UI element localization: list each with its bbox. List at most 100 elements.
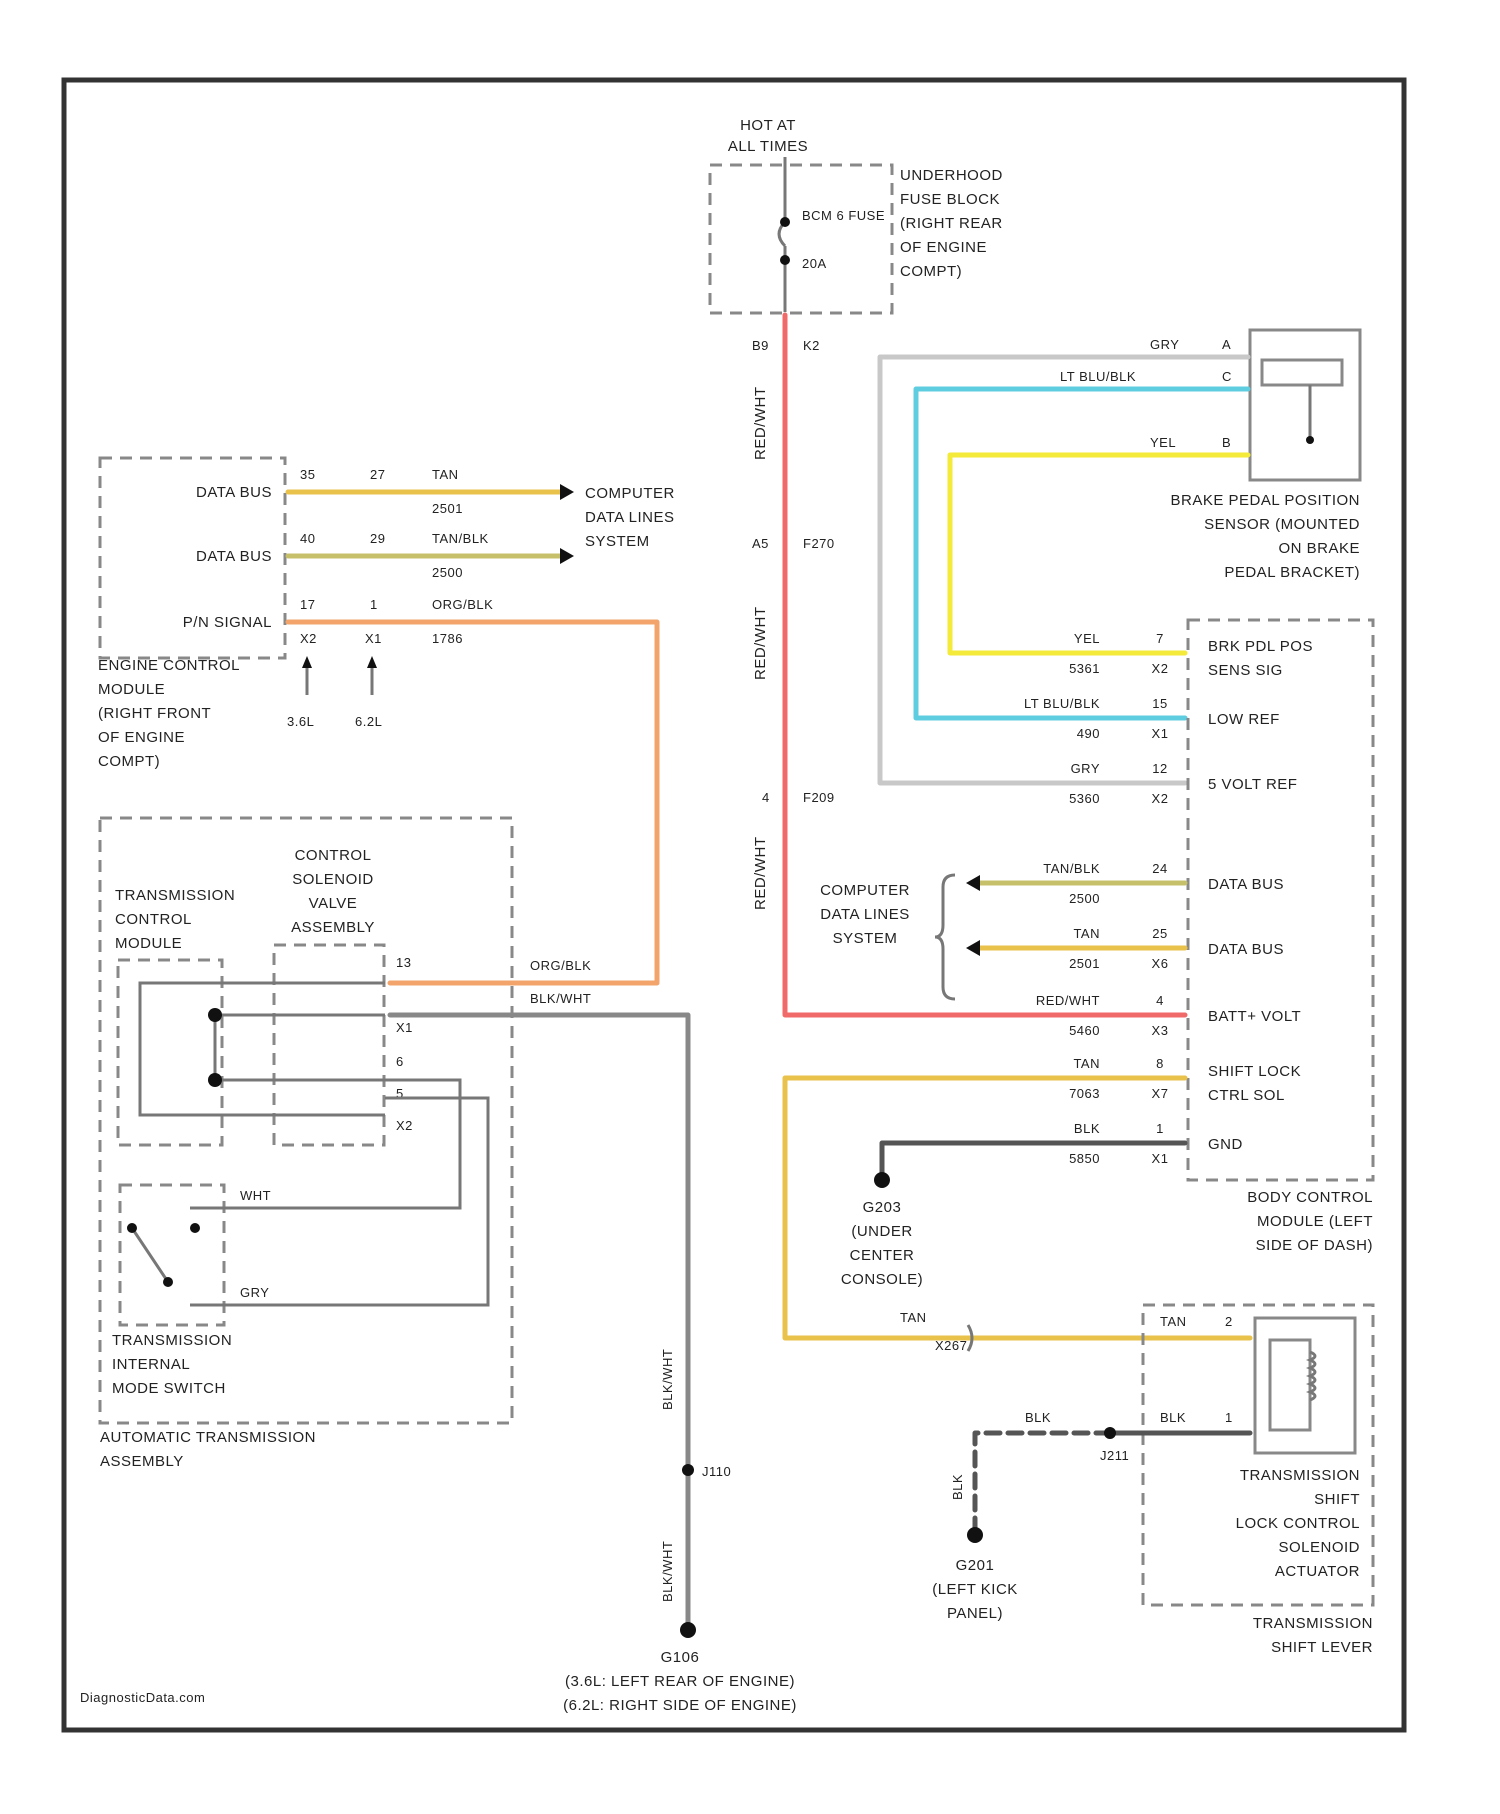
cdl-top-2: DATA LINES bbox=[585, 509, 674, 526]
bcm-row-pin: 12 bbox=[1152, 761, 1167, 776]
red-wht-label-2: RED/WHT bbox=[752, 607, 769, 681]
bcm-row-circuit: 490 bbox=[1077, 726, 1100, 741]
bpp-pin-a: A bbox=[1222, 337, 1231, 352]
bcm-row-color: TAN/BLK bbox=[1043, 861, 1100, 876]
ecm-row-1-pin-a: 35 bbox=[300, 467, 315, 482]
splice-f209-name: F209 bbox=[803, 790, 835, 805]
solenoid-name-3: LOCK CONTROL bbox=[1236, 1515, 1360, 1532]
cdl-top-1: COMPUTER bbox=[585, 485, 675, 502]
shift-lever-name-1: TRANSMISSION bbox=[1253, 1615, 1373, 1632]
bcm-name-1: BODY CONTROL bbox=[1247, 1189, 1373, 1206]
splice-f209-pin: 4 bbox=[762, 790, 770, 805]
fuse-pin-b9: B9 bbox=[752, 338, 769, 353]
wht-label: WHT bbox=[240, 1188, 271, 1203]
bcm-row-color: GRY bbox=[1071, 761, 1100, 776]
gry-switch-wire bbox=[190, 1098, 488, 1305]
valve-pin-6: 6 bbox=[396, 1054, 404, 1069]
bcm-row-pin: 7 bbox=[1156, 631, 1164, 646]
bpp-name-1: BRAKE PEDAL POSITION bbox=[1171, 492, 1361, 509]
ecm-row-1-label: DATA BUS bbox=[196, 484, 272, 501]
arrow-icon bbox=[560, 484, 574, 500]
brake-pedal-position-sensor: GRY A LT BLU/BLK C YEL B BRAKE PEDAL POS… bbox=[880, 330, 1360, 783]
bcm-row-label: BRK PDL POS bbox=[1208, 638, 1313, 655]
ecm-row-3-label: P/N SIGNAL bbox=[183, 614, 272, 631]
shift-lever-outline bbox=[1143, 1305, 1373, 1605]
bcm-row-label: BATT+ VOLT bbox=[1208, 1008, 1301, 1025]
tcm-splice-dot bbox=[208, 1073, 222, 1087]
g203-name-4: CONSOLE) bbox=[841, 1271, 923, 1288]
tcm-outline bbox=[118, 960, 222, 1145]
arrow-icon bbox=[966, 940, 980, 956]
bcm-row-pin: 1 bbox=[1156, 1121, 1164, 1136]
ecm-row-3-color: ORG/BLK bbox=[432, 597, 493, 612]
blk-wht-wire bbox=[390, 1015, 688, 1625]
shift-tan-pin: 2 bbox=[1225, 1314, 1233, 1329]
cdl-bottom-1: COMPUTER bbox=[820, 882, 910, 899]
ecm-row-3-pin-b: 1 bbox=[370, 597, 378, 612]
bcm-row-circuit: 5460 bbox=[1069, 1023, 1100, 1038]
cdl-bottom-3: SYSTEM bbox=[833, 930, 898, 947]
ecm-name-5: COMPT) bbox=[98, 753, 160, 770]
shift-tan-wire-label: TAN bbox=[900, 1310, 927, 1325]
bcm-row-pin: 15 bbox=[1152, 696, 1167, 711]
bcm-row-connector: X2 bbox=[1152, 791, 1169, 806]
bpp-pin-c: C bbox=[1222, 369, 1232, 384]
bpp-name-3: ON BRAKE bbox=[1278, 540, 1360, 557]
blk-wht-label: BLK/WHT bbox=[530, 991, 591, 1006]
ecm-row-3-circuit: 1786 bbox=[432, 631, 463, 646]
brace-icon bbox=[935, 875, 955, 999]
tcm-splice-dot bbox=[208, 1008, 222, 1022]
assembly-name-2: ASSEMBLY bbox=[100, 1453, 184, 1470]
bcm-row-connector: X7 bbox=[1152, 1086, 1169, 1101]
ground-g106: BLK/WHT BLK/WHT J110 G106 (3.6L: LEFT RE… bbox=[563, 1349, 797, 1714]
fuse-terminal-top bbox=[780, 217, 790, 227]
tcm-name-3: MODULE bbox=[115, 935, 182, 952]
bcm-row-circuit: 2501 bbox=[1069, 956, 1100, 971]
ecm-row-2-circuit: 2500 bbox=[432, 565, 463, 580]
mode-switch-name-3: MODE SWITCH bbox=[112, 1380, 226, 1397]
red-wht-label-1: RED/WHT bbox=[752, 387, 769, 461]
bpp-terminal bbox=[1306, 436, 1314, 444]
switch-contact bbox=[127, 1223, 137, 1233]
solenoid-name-2: SHIFT bbox=[1314, 1491, 1360, 1508]
ecm-row-2-label: DATA BUS bbox=[196, 548, 272, 565]
bcm-name-3: SIDE OF DASH) bbox=[1256, 1237, 1373, 1254]
shift-connector-x267: X267 bbox=[935, 1338, 967, 1353]
arrow-up-icon bbox=[302, 656, 312, 668]
mode-switch-blade-icon bbox=[132, 1228, 168, 1282]
bcm-gnd-wire bbox=[882, 1143, 1185, 1180]
bcm-row-connector: X1 bbox=[1152, 1151, 1169, 1166]
engine-6-2l: 6.2L bbox=[355, 714, 382, 729]
fuse-block-line-5: COMPT) bbox=[900, 263, 962, 280]
ecm-row-2-color: TAN/BLK bbox=[432, 531, 489, 546]
solenoid-name-4: SOLENOID bbox=[1278, 1539, 1360, 1556]
bcm-row-label: SENS SIG bbox=[1208, 662, 1283, 679]
assembly-name-1: AUTOMATIC TRANSMISSION bbox=[100, 1429, 316, 1446]
fuse-block-line-4: OF ENGINE bbox=[900, 239, 987, 256]
yel-wire bbox=[950, 455, 1248, 653]
ecm-name-2: MODULE bbox=[98, 681, 165, 698]
solenoid-name-5: ACTUATOR bbox=[1275, 1563, 1360, 1580]
bcm-name: BODY CONTROL MODULE (LEFT SIDE OF DASH) bbox=[1247, 1189, 1373, 1254]
ecm-row-3-pin-a: 17 bbox=[300, 597, 315, 612]
arrow-icon bbox=[560, 548, 574, 564]
valve-name-4: ASSEMBLY bbox=[291, 919, 375, 936]
gry-switch-label: GRY bbox=[240, 1285, 269, 1300]
g106-name-2: (3.6L: LEFT REAR OF ENGINE) bbox=[565, 1673, 795, 1690]
bpp-name-2: SENSOR (MOUNTED bbox=[1204, 516, 1360, 533]
fuse-block-line-1: UNDERHOOD bbox=[900, 167, 1003, 184]
bcm-row-label: CTRL SOL bbox=[1208, 1087, 1285, 1104]
arrow-up-icon bbox=[367, 656, 377, 668]
tcm-name-1: TRANSMISSION bbox=[115, 887, 235, 904]
switch-contact bbox=[190, 1223, 200, 1233]
g201-wire-label: BLK bbox=[1025, 1410, 1051, 1425]
org-blk-label: ORG/BLK bbox=[530, 958, 591, 973]
ground-g203-icon bbox=[874, 1172, 890, 1188]
bcm-row-circuit: 5360 bbox=[1069, 791, 1100, 806]
shift-lock-tan-wire bbox=[785, 1078, 1250, 1338]
bcm-row-color: TAN bbox=[1073, 1056, 1100, 1071]
bcm-row-pin: 8 bbox=[1156, 1056, 1164, 1071]
g106-name-3: (6.2L: RIGHT SIDE OF ENGINE) bbox=[563, 1697, 797, 1714]
bcm-row-label: SHIFT LOCK bbox=[1208, 1063, 1301, 1080]
